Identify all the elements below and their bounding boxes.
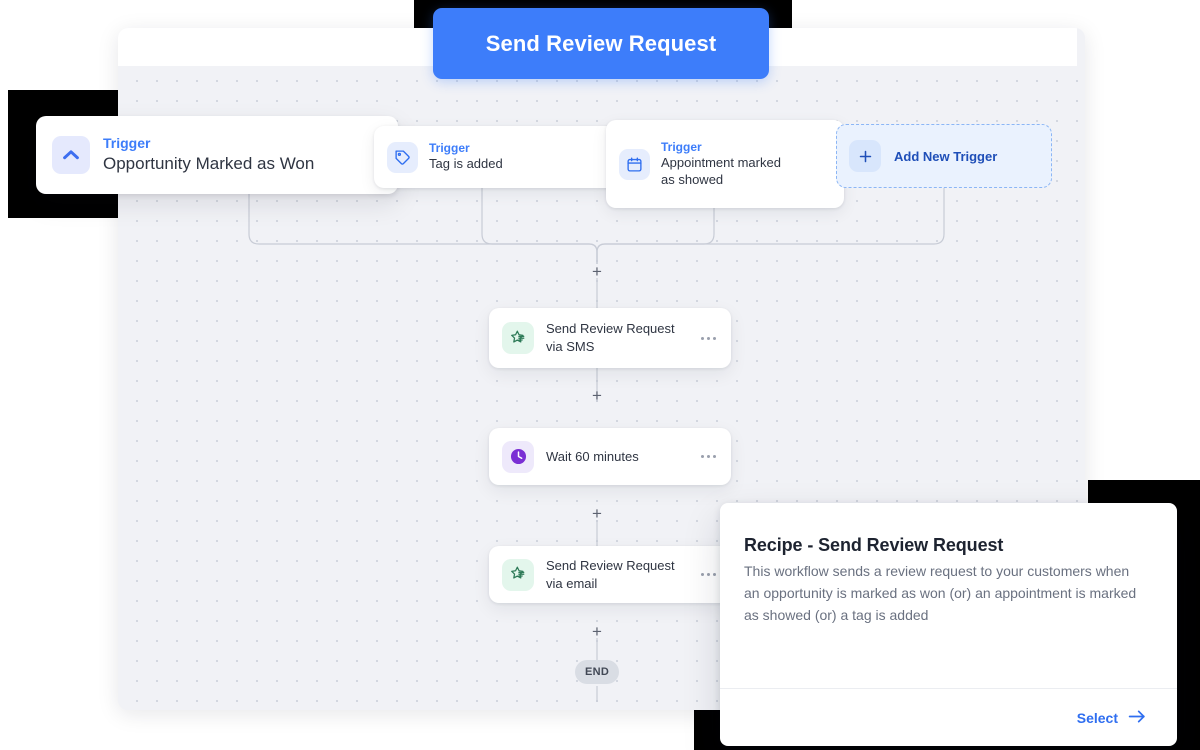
action-card-wait-menu-icon[interactable]	[699, 451, 718, 462]
select-recipe-button[interactable]: Select	[1071, 708, 1153, 728]
recipe-title: Recipe - Send Review Request	[744, 535, 1004, 555]
action-card-sms-label: Send Review Request via SMS	[546, 321, 675, 354]
arrow-right-icon	[1128, 709, 1147, 727]
clock-icon	[502, 440, 534, 473]
chevron-up-icon	[52, 136, 90, 174]
trigger-card-1-kicker: Trigger	[103, 135, 151, 152]
recipe-panel: Recipe - Send Review Request This workfl…	[720, 503, 1177, 746]
calendar-icon	[619, 148, 650, 180]
end-badge: END	[575, 660, 619, 684]
add-step-handle-merge[interactable]: +	[592, 262, 602, 281]
action-card-email-label: Send Review Request via email	[546, 557, 675, 591]
add-step-handle-2[interactable]: +	[592, 504, 602, 523]
action-card-send-review-request-via-email[interactable]: Send Review Request via email	[489, 546, 731, 603]
send-review-request-button[interactable]: Send Review Request	[433, 8, 769, 79]
add-step-handle-1[interactable]: +	[592, 386, 602, 405]
trigger-card-3-text: Trigger Appointment marked as showed	[661, 140, 787, 189]
tag-icon	[387, 141, 418, 173]
plus-icon	[849, 140, 881, 172]
review-star-icon	[502, 558, 534, 591]
select-recipe-label: Select	[1076, 709, 1118, 726]
action-card-wait[interactable]: Wait 60 minutes	[489, 428, 731, 485]
action-card-email-menu-icon[interactable]	[699, 569, 718, 580]
trigger-card-2-text: Trigger Tag is added	[429, 141, 503, 173]
trigger-card-opportunity-marked-as-won[interactable]: Trigger Opportunity Marked as Won	[36, 116, 398, 194]
recipe-description: This workflow sends a review request to …	[744, 563, 1137, 623]
trigger-card-3-kicker: Trigger	[661, 139, 702, 154]
action-card-wait-label: Wait 60 minutes	[546, 448, 639, 464]
trigger-card-3-title: Appointment marked as showed	[661, 154, 781, 187]
trigger-card-tag-is-added[interactable]: Trigger Tag is added	[374, 126, 616, 188]
recipe-panel-footer: Select	[720, 688, 1177, 746]
trigger-card-2-title: Tag is added	[429, 156, 503, 172]
trigger-card-2-kicker: Trigger	[429, 141, 470, 156]
review-star-icon	[502, 322, 534, 354]
add-step-handle-3[interactable]: +	[592, 622, 602, 641]
action-card-send-review-request-via-sms[interactable]: Send Review Request via SMS	[489, 308, 731, 368]
add-new-trigger-button[interactable]: Add New Trigger	[836, 124, 1052, 188]
add-new-trigger-label: Add New Trigger	[894, 148, 998, 164]
trigger-card-1-title: Opportunity Marked as Won	[103, 153, 315, 173]
trigger-card-appointment-marked-as-showed[interactable]: Trigger Appointment marked as showed	[606, 120, 844, 208]
trigger-card-1-text: Trigger Opportunity Marked as Won	[103, 135, 314, 175]
action-card-sms-menu-icon[interactable]	[699, 333, 718, 344]
